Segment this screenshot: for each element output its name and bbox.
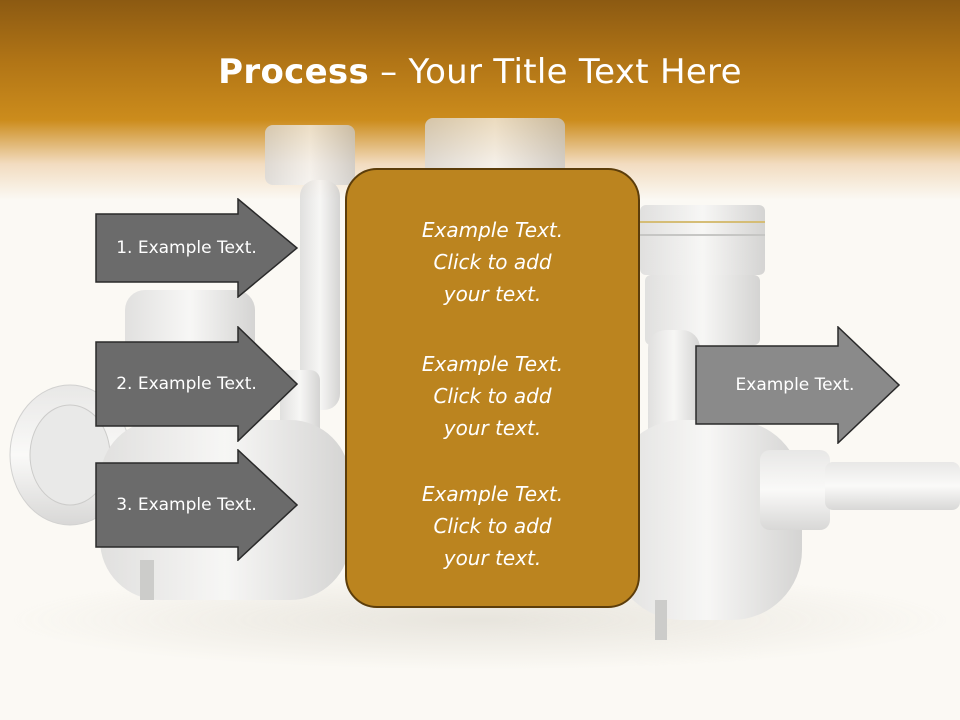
left-arrow-1[interactable]: 1. Example Text. xyxy=(95,198,298,298)
center-item-line: your text. xyxy=(443,546,542,570)
arrow-shape-icon xyxy=(695,326,900,444)
center-item-line: Example Text. xyxy=(421,482,564,506)
center-item-line: Click to add xyxy=(433,250,552,274)
left-arrow-3[interactable]: 3. Example Text. xyxy=(95,449,298,561)
left-arrow-label: 2. Example Text. xyxy=(116,374,257,394)
center-item-2[interactable]: Example Text. Click to add your text. xyxy=(347,348,638,444)
left-arrow-label: 1. Example Text. xyxy=(116,238,257,258)
title-rest: – Your Title Text Here xyxy=(369,52,742,92)
center-item-line: Click to add xyxy=(433,514,552,538)
center-item-line: Click to add xyxy=(433,384,552,408)
center-item-line: your text. xyxy=(443,416,542,440)
title-bold: Process xyxy=(218,52,370,92)
arrow-shape-icon xyxy=(95,326,298,442)
center-item-line: Example Text. xyxy=(421,218,564,242)
right-arrow[interactable]: Example Text. xyxy=(695,326,900,444)
arrow-shape-icon xyxy=(95,198,298,298)
center-item-line: Example Text. xyxy=(421,352,564,376)
left-arrow-2[interactable]: 2. Example Text. xyxy=(95,326,298,442)
center-item-line: your text. xyxy=(443,282,542,306)
right-arrow-label: Example Text. xyxy=(735,375,855,395)
arrow-shape-icon xyxy=(95,449,298,561)
center-item-1[interactable]: Example Text. Click to add your text. xyxy=(347,214,638,310)
page-title: Process – Your Title Text Here xyxy=(0,52,960,92)
left-arrow-label: 3. Example Text. xyxy=(116,495,257,515)
center-item-3[interactable]: Example Text. Click to add your text. xyxy=(347,478,638,574)
center-text-box[interactable]: Example Text. Click to add your text. Ex… xyxy=(345,168,640,608)
